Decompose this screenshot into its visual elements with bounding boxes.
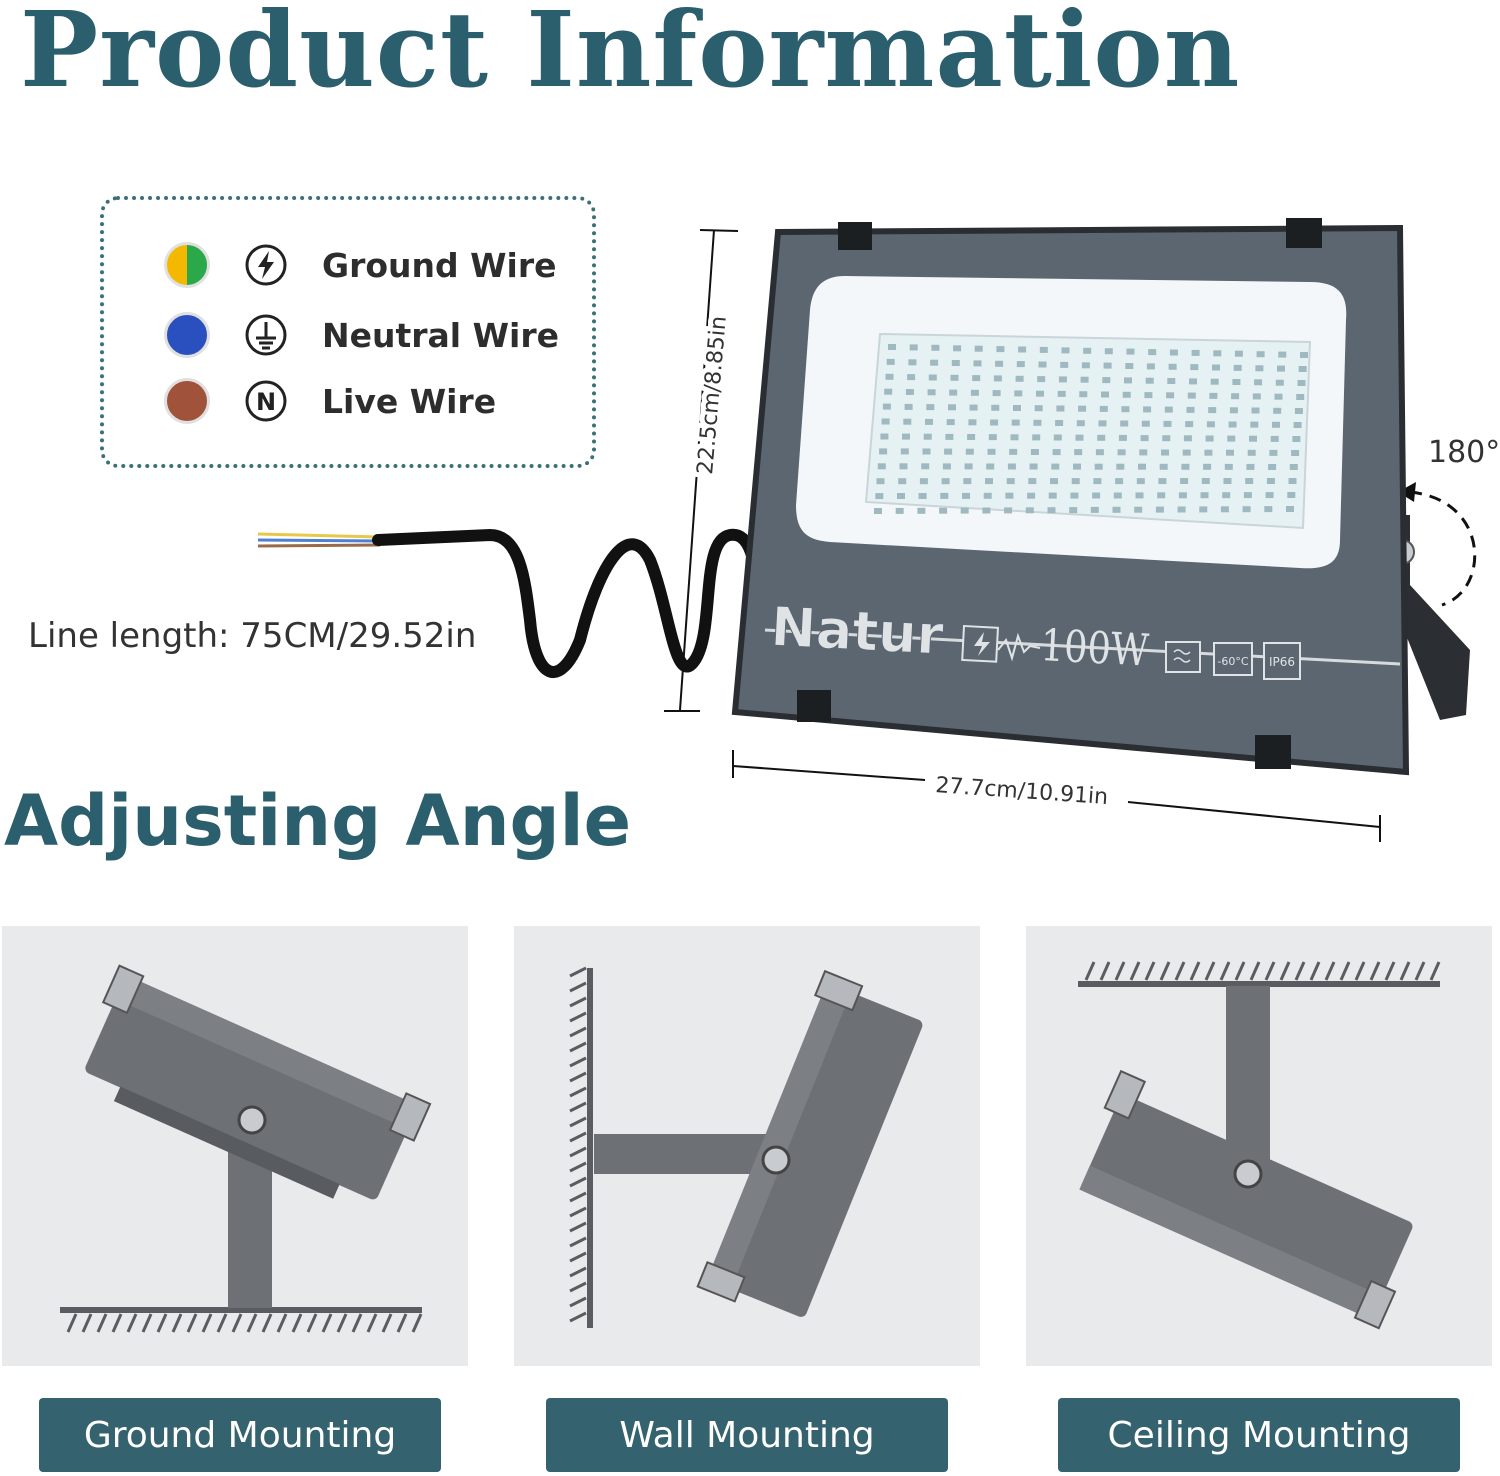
led-grid — [874, 344, 1308, 514]
ground-mount-illustration — [60, 964, 432, 1333]
led-panel — [864, 332, 1312, 530]
pivot-screw-icon — [761, 1145, 791, 1175]
line-length-label: Line length: 75CM/29.52in — [28, 616, 477, 656]
brand-label: Natur — [769, 595, 945, 667]
rotation-label: 180° — [1428, 435, 1500, 470]
legend-row-live: N Live Wire — [164, 376, 496, 426]
earth-ground-icon — [245, 314, 287, 356]
width-dimension-label: 27.7cm/10.91in — [935, 773, 1109, 810]
ground-mounting-panel — [2, 926, 468, 1366]
temp-label: -60°C — [1217, 655, 1248, 668]
ceiling-mounting-panel — [1026, 926, 1492, 1366]
stand-bracket — [1388, 515, 1470, 720]
wall-mounting-panel — [514, 926, 980, 1366]
rating-label: IP66 — [1269, 655, 1295, 669]
power-cable — [257, 528, 766, 678]
page-title: Product Information — [20, 0, 1241, 111]
rotation-arrow — [1409, 490, 1477, 607]
legend-label: Ground Wire — [322, 245, 557, 285]
lightning-circle-icon — [245, 244, 287, 286]
ground-mounting-button[interactable]: Ground Mounting — [39, 1398, 441, 1472]
wire-legend: Ground Wire Neutral Wire N Live Wire — [100, 196, 596, 468]
wall-mounting-button[interactable]: Wall Mounting — [546, 1398, 948, 1472]
ceiling-mount-illustration — [1078, 961, 1441, 1330]
legend-label: Neutral Wire — [322, 315, 559, 355]
height-dimension-label: 22.5cm/8.85in — [693, 315, 732, 476]
legend-row-neutral: Neutral Wire — [164, 310, 559, 360]
legend-label: Live Wire — [322, 381, 497, 421]
svg-text:N: N — [256, 388, 276, 416]
floodlight-illustration: 22.5cm/8.85in 27.7cm/10.91in 180° Natur … — [257, 218, 1500, 842]
pivot-screw-icon — [1233, 1159, 1263, 1189]
power-label: 100W — [1039, 620, 1150, 677]
pivot-screw-icon — [237, 1105, 267, 1135]
n-circle-icon: N — [245, 380, 287, 422]
adjusting-angle-title: Adjusting Angle — [4, 780, 632, 862]
ceiling-mounting-button[interactable]: Ceiling Mounting — [1058, 1398, 1460, 1472]
yellow-green-wire-dot-icon — [164, 242, 210, 288]
brown-wire-dot-icon — [164, 378, 210, 424]
blue-wire-dot-icon — [164, 312, 210, 358]
wall-mount-illustration — [569, 966, 923, 1328]
legend-row-ground: Ground Wire — [164, 240, 557, 290]
